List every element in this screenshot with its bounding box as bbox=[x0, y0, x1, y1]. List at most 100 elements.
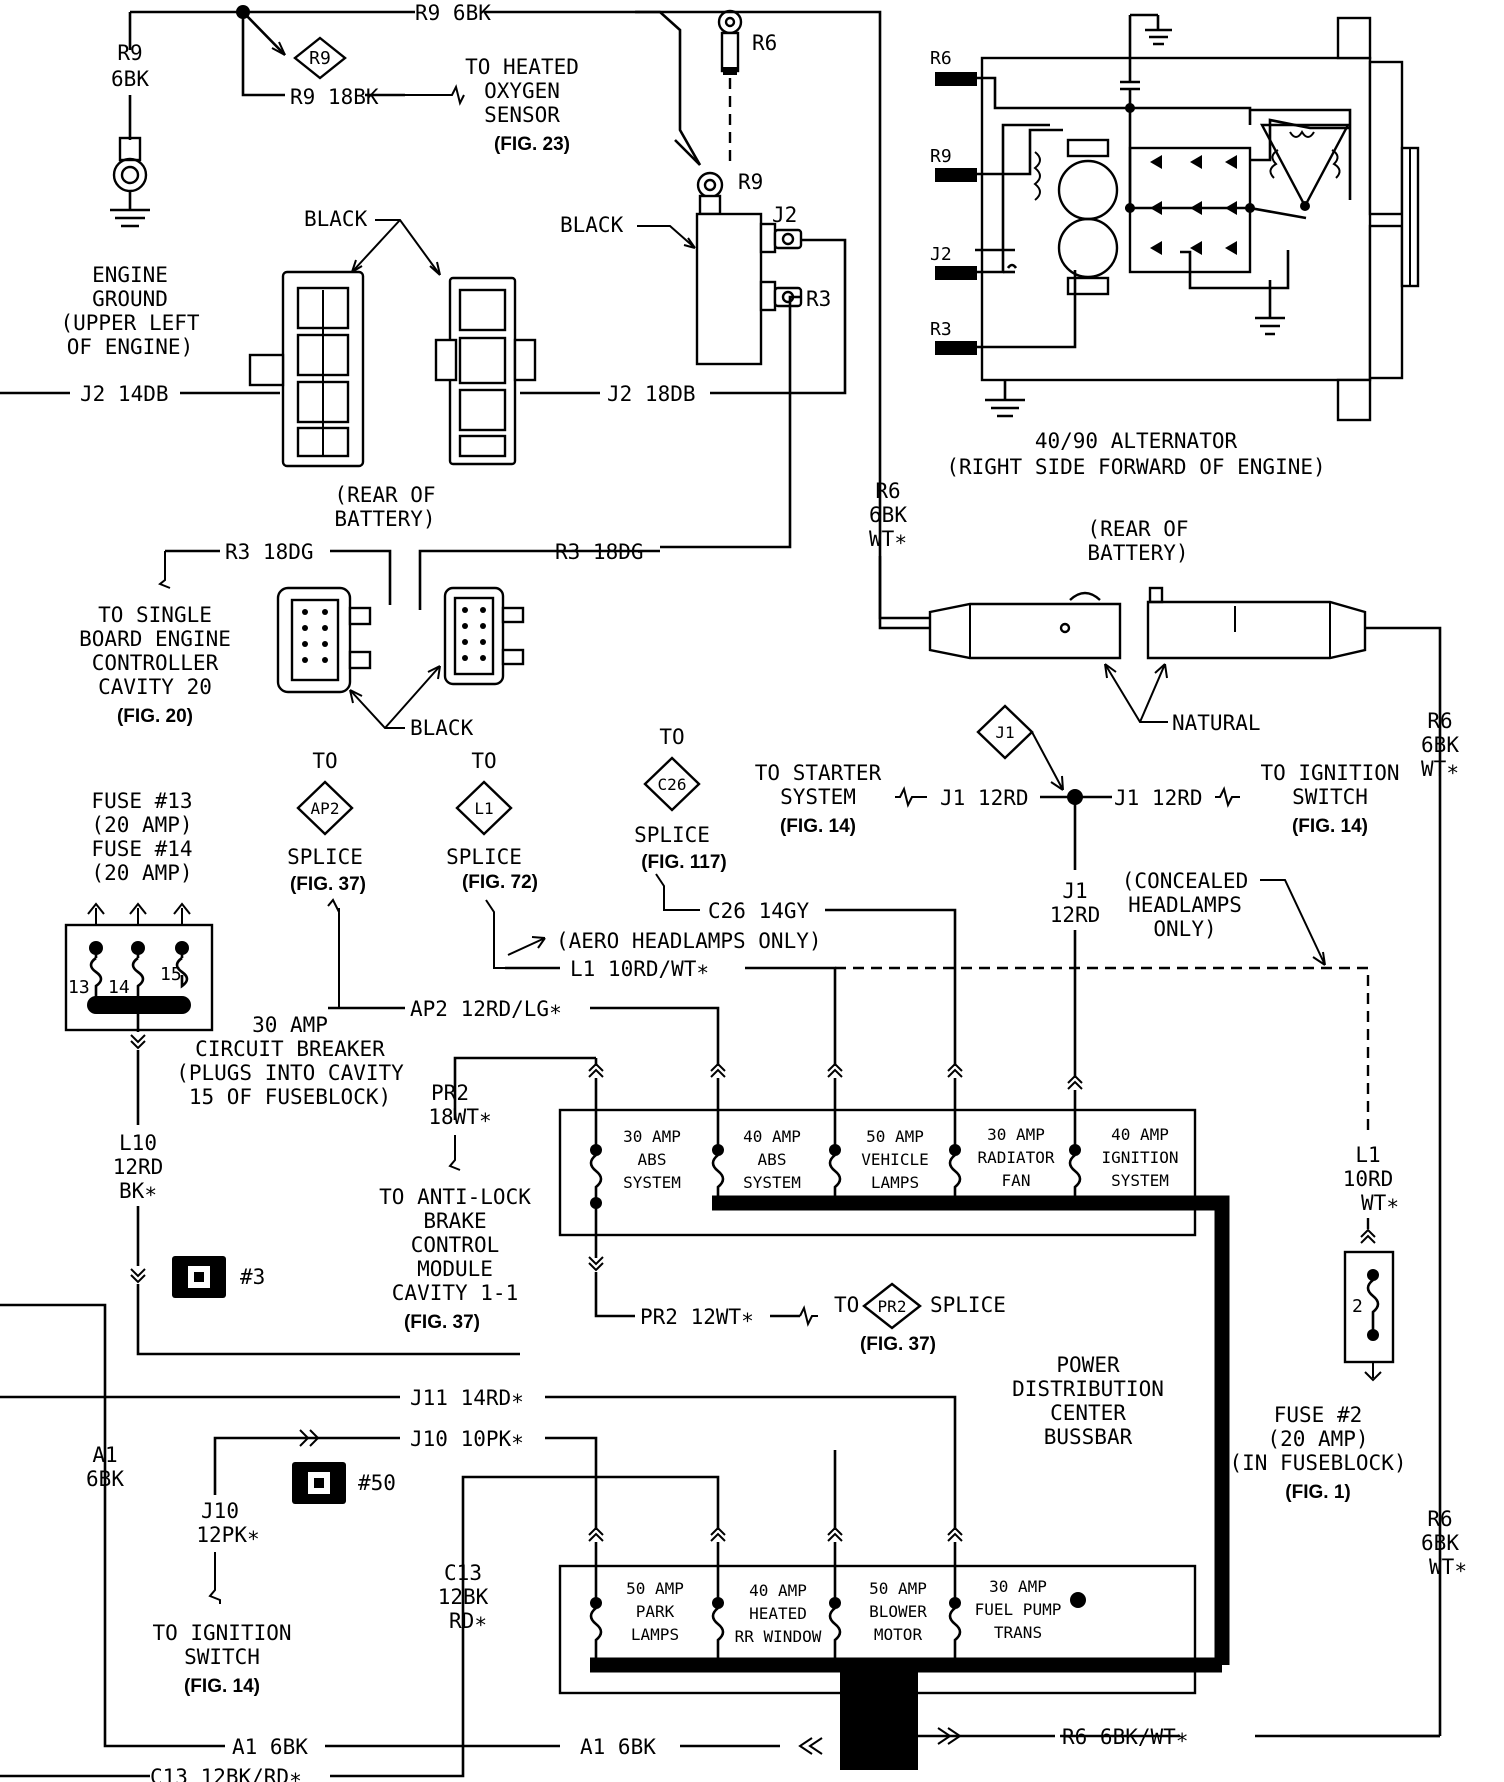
svg-text:SPLICE: SPLICE bbox=[634, 823, 710, 847]
svg-text:J1: J1 bbox=[995, 723, 1014, 742]
svg-text:FUEL PUMP: FUEL PUMP bbox=[975, 1600, 1062, 1619]
bussbar-stud bbox=[840, 1665, 918, 1770]
r6-right-3: WT∗ bbox=[1421, 757, 1459, 781]
j10-10pk-label: J10 10PK∗ bbox=[410, 1427, 524, 1451]
svg-text:ABS: ABS bbox=[638, 1150, 667, 1169]
svg-text:R6: R6 bbox=[930, 48, 952, 69]
l1-10rd-label: L1 10RD/WT∗ bbox=[570, 957, 709, 981]
starter-2: SYSTEM bbox=[780, 785, 856, 809]
svg-text:FUSE #2: FUSE #2 bbox=[1274, 1403, 1363, 1427]
abs-module-4: MODULE bbox=[417, 1257, 493, 1281]
a1-6bk-right: A1 6BK bbox=[580, 1735, 656, 1759]
alternator-title-2: (RIGHT SIDE FORWARD OF ENGINE) bbox=[946, 455, 1325, 479]
concealed-2: HEADLAMPS bbox=[1128, 893, 1242, 917]
pr2-12wt-label: PR2 12WT∗ bbox=[640, 1305, 754, 1329]
engine-ground-2: GROUND bbox=[92, 287, 168, 311]
ign-switch2-2: SWITCH bbox=[184, 1645, 260, 1669]
r9-col-2: 6BK bbox=[111, 67, 149, 91]
svg-text:SYSTEM: SYSTEM bbox=[623, 1173, 681, 1192]
alt-pin-j2: J2 bbox=[930, 244, 977, 280]
abs-module-3: CONTROL bbox=[411, 1233, 500, 1257]
cb-2: CIRCUIT BREAKER bbox=[195, 1037, 385, 1061]
abs-module-1: TO ANTI-LOCK bbox=[379, 1185, 531, 1209]
svg-text:TO: TO bbox=[312, 749, 337, 773]
alt-pin-r6: R6 bbox=[930, 48, 977, 86]
bussbar-upper bbox=[712, 1195, 1230, 1665]
c26-14gy-label: C26 14GY bbox=[708, 899, 810, 923]
j2-wiring: J2 14DB J2 18DB BLACK (REAR OF BATTERY) bbox=[0, 207, 847, 531]
abs-module-5: CAVITY 1-1 bbox=[392, 1281, 518, 1305]
svg-text:40 AMP: 40 AMP bbox=[749, 1581, 807, 1600]
svg-text:CENTER: CENTER bbox=[1050, 1401, 1126, 1425]
r6-r9-terminal: R6 R9 J2 R3 BLACK bbox=[560, 9, 831, 549]
svg-text:2: 2 bbox=[1352, 1296, 1363, 1317]
abs-fig: (FIG. 37) bbox=[404, 1312, 480, 1333]
ign-switch-1: TO IGNITION bbox=[1260, 761, 1399, 785]
svg-text:(FIG. 117): (FIG. 117) bbox=[641, 852, 727, 873]
svg-text:BLOWER: BLOWER bbox=[869, 1602, 927, 1621]
svg-text:L1: L1 bbox=[474, 799, 493, 818]
starter-1: TO STARTER bbox=[755, 761, 882, 785]
svg-text:L1: L1 bbox=[1355, 1143, 1380, 1167]
svg-text:LAMPS: LAMPS bbox=[871, 1173, 919, 1192]
diamond-r9: R9 bbox=[293, 36, 347, 80]
a1-vert-1: A1 bbox=[92, 1443, 117, 1467]
svg-text:POWER: POWER bbox=[1056, 1353, 1120, 1377]
svg-text:BUSSBAR: BUSSBAR bbox=[1044, 1425, 1133, 1449]
splice-c26: TO C26 SPLICE (FIG. 117) bbox=[634, 725, 727, 873]
pdc-feed-wiring: AP2 12RD/LG∗ L1 10RD/WT∗ (AERO HEADLAMPS… bbox=[327, 873, 1370, 1355]
j11-14rd-label: J11 14RD∗ bbox=[410, 1386, 524, 1410]
svg-text:TO: TO bbox=[659, 725, 684, 749]
alt-pin-r3: R3 bbox=[930, 319, 977, 355]
concealed-3: ONLY) bbox=[1153, 917, 1216, 941]
svg-text:RADIATOR: RADIATOR bbox=[977, 1148, 1054, 1167]
svg-text:10RD: 10RD bbox=[1343, 1167, 1394, 1191]
aero-label: (AERO HEADLAMPS ONLY) bbox=[556, 929, 822, 953]
r9-terminal-label: R9 bbox=[738, 170, 763, 194]
svg-text:(20 AMP): (20 AMP) bbox=[1267, 1427, 1368, 1451]
sbec-2: BOARD ENGINE bbox=[79, 627, 231, 651]
pdc-lower-fuses: 50 AMP PARK LAMPS 40 AMP HEATED RR WINDO… bbox=[558, 1542, 1222, 1770]
splice-l1: TO L1 SPLICE (FIG. 72) bbox=[446, 749, 538, 893]
j1-vert-1: J1 bbox=[1062, 879, 1087, 903]
l10-vert-2: 12RD bbox=[113, 1155, 164, 1179]
svg-text:VEHICLE: VEHICLE bbox=[861, 1150, 928, 1169]
r9-wiring: R9 6BK R9 6BK R9 18BK TO HEATED OXYGEN S… bbox=[60, 1, 930, 620]
svg-text:40 AMP: 40 AMP bbox=[1111, 1125, 1169, 1144]
svg-text:FAN: FAN bbox=[1002, 1171, 1031, 1190]
svg-text:30 AMP: 30 AMP bbox=[989, 1577, 1047, 1596]
svg-text:R9: R9 bbox=[930, 146, 952, 167]
concealed-1: (CONCEALED bbox=[1122, 869, 1248, 893]
svg-text:MOTOR: MOTOR bbox=[874, 1625, 923, 1644]
r9-col-1: R9 bbox=[117, 41, 142, 65]
fuse-num-14: 14 bbox=[108, 977, 130, 998]
c13-vert-1: C13 bbox=[444, 1561, 482, 1585]
svg-text:DISTRIBUTION: DISTRIBUTION bbox=[1012, 1377, 1164, 1401]
connector-3-icon bbox=[172, 1256, 226, 1298]
svg-text:(FIG. 72): (FIG. 72) bbox=[462, 872, 538, 893]
svg-text:TO: TO bbox=[834, 1293, 859, 1317]
ap2-12rd-label: AP2 12RD/LG∗ bbox=[410, 997, 562, 1021]
svg-text:PARK: PARK bbox=[636, 1602, 675, 1621]
sbec-4: CAVITY 20 bbox=[98, 675, 212, 699]
fuse-title-4: (20 AMP) bbox=[91, 861, 192, 885]
svg-text:AP2: AP2 bbox=[311, 799, 340, 818]
c13-12bk-label: C13 12BK/RD∗ bbox=[150, 1765, 302, 1782]
j10-vert-1: J10 bbox=[201, 1499, 239, 1523]
fuse-30a-fuel-pump: 30 AMP FUEL PUMP TRANS bbox=[948, 1542, 1086, 1660]
r6-vert-1: R6 bbox=[875, 479, 900, 503]
svg-text:50 AMP: 50 AMP bbox=[626, 1579, 684, 1598]
fuse-40a-ignition: 40 AMP IGNITION SYSTEM bbox=[1068, 1090, 1179, 1198]
j1-12rd-right: J1 12RD bbox=[1114, 786, 1203, 810]
heated-o2-1: TO HEATED bbox=[465, 55, 579, 79]
svg-text:50 AMP: 50 AMP bbox=[869, 1579, 927, 1598]
sbec-1: TO SINGLE bbox=[98, 603, 212, 627]
r6-right-2: 6BK bbox=[1421, 733, 1459, 757]
a1-6bk-left: A1 6BK bbox=[232, 1735, 308, 1759]
svg-text:(IN FUSEBLOCK): (IN FUSEBLOCK) bbox=[1229, 1451, 1406, 1475]
svg-text:(FIG. 1): (FIG. 1) bbox=[1285, 1482, 1350, 1503]
engine-ground-1: ENGINE bbox=[92, 263, 168, 287]
engine-ground-4: OF ENGINE) bbox=[67, 335, 193, 359]
natural-label: NATURAL bbox=[1172, 711, 1261, 735]
